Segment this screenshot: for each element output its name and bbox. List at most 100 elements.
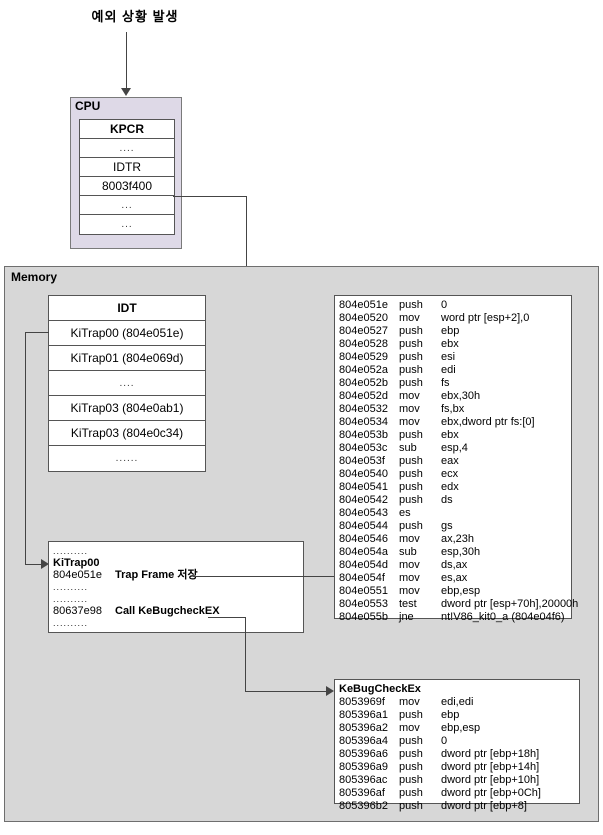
asm-address: 805396a1 (339, 709, 388, 721)
idt-row-kitrap03-a: KiTrap03 (804e0ab1) (49, 396, 205, 421)
asm-address: 804e054d (339, 559, 388, 571)
asm-row: 804e051e push 0 (339, 299, 571, 312)
asm-mnemonic: mov (399, 403, 420, 415)
asm-address: 805396a9 (339, 761, 388, 773)
asm-operands: 0 (441, 299, 448, 311)
asm-address: 804e051e (339, 299, 388, 311)
kpcr-row-dots-1: .... (80, 139, 174, 158)
idt-row-dots-2: ...... (115, 453, 139, 464)
asm-address: 804e0534 (339, 416, 388, 428)
kpcr-table: KPCR .... IDTR 8003f400 ... ... (79, 119, 175, 235)
asm-address: 804e052d (339, 390, 388, 402)
kitrap-note-trapframe: Trap Frame 저장 (115, 569, 198, 581)
asm-mnemonic: push (399, 774, 423, 786)
memory-label: Memory (11, 270, 58, 284)
idt-row-kitrap00: KiTrap00 (804e051e) (49, 321, 205, 346)
idt-row-kitrap01: KiTrap01 (804e069d) (49, 346, 205, 371)
asm-mnemonic: push (399, 787, 423, 799)
asm-mnemonic: mov (399, 585, 420, 597)
kitrap-dots-1: .......... (53, 546, 89, 556)
asm-operands: ebx (441, 429, 459, 441)
asm-address: 804e0520 (339, 312, 388, 324)
asm-mnemonic: mov (399, 416, 420, 428)
kpcr-row-idtr: IDTR (80, 158, 174, 177)
asm-operands: es,ax (441, 572, 468, 584)
asm-address: 804e0527 (339, 325, 388, 337)
asm-operands: esp,4 (441, 442, 468, 454)
asm-mnemonic: push (399, 748, 423, 760)
idt-table: IDT KiTrap00 (804e051e) KiTrap01 (804e06… (48, 295, 206, 472)
connector-call-seg-h2 (245, 691, 326, 692)
asm-operands: dword ptr [ebp+18h] (441, 748, 540, 760)
asm-mnemonic: push (399, 520, 423, 532)
asm-mnemonic: mov (399, 390, 420, 402)
kitrap-addr-1: 804e051e (53, 569, 102, 581)
asm-mnemonic: push (399, 494, 423, 506)
asm-address: 804e053f (339, 455, 385, 467)
asm-mnemonic: mov (399, 312, 420, 324)
asm-mnemonic: push (399, 735, 423, 747)
idt-header: IDT (49, 296, 205, 321)
connector-idt-seg-h1 (25, 332, 49, 333)
asm-mnemonic: push (399, 299, 423, 311)
kitrap-name: KiTrap00 (53, 557, 100, 569)
kebugcheckex-title: KeBugCheckEx (339, 683, 421, 695)
connector-call-seg-v (245, 617, 246, 691)
asm-address: 804e0544 (339, 520, 388, 532)
asm-operands: eax (441, 455, 459, 467)
asm-operands: ds,ax (441, 559, 468, 571)
asm-operands: word ptr [esp+2],0 (441, 312, 530, 324)
asm-address: 804e0543 (339, 507, 388, 519)
asm-mnemonic: push (399, 429, 423, 441)
cpu-box: CPU KPCR .... IDTR 8003f400 ... ... (70, 97, 182, 249)
kitrap-note-call: Call KeBugcheckEX (115, 605, 220, 617)
asm-mnemonic: push (399, 351, 423, 363)
asm-operands: ebx,30h (441, 390, 481, 402)
asm-operands: dword ptr [ebp+0Ch] (441, 787, 541, 799)
asm-operands: nt!V86_kit0_a (804e04f6) (441, 611, 565, 623)
kpcr-row-idtr-value: 8003f400 (80, 177, 174, 196)
asm-address: 804e054a (339, 546, 388, 558)
asm-operands: edx (441, 481, 459, 493)
asm-mnemonic: push (399, 325, 423, 337)
kitrap-dots-4: .......... (53, 618, 89, 628)
connector-idtr-seg-v (246, 196, 247, 332)
asm-address: 804e0541 (339, 481, 388, 493)
asm-address: 804e054f (339, 572, 385, 584)
asm-mnemonic: push (399, 481, 423, 493)
asm-mnemonic: mov (399, 722, 420, 734)
asm-operands: edi (441, 364, 456, 376)
asm-operands: fs,bx (441, 403, 465, 415)
asm-operands: ebp,esp (441, 585, 481, 597)
kitrap-entry-trapframe: 804e051e Trap Frame 저장 (53, 569, 303, 581)
asm-address: 805396b2 (339, 800, 388, 812)
asm-mnemonic: jne (399, 611, 414, 623)
connector-idt-seg-v (25, 332, 26, 564)
asm-mnemonic: es (399, 507, 411, 519)
asm-address: 805396af (339, 787, 385, 799)
asm-operands: ecx (441, 468, 459, 480)
asm-mnemonic: push (399, 455, 423, 467)
cpu-label: CPU (75, 99, 101, 113)
kitrap00-code-box: .......... KiTrap00 804e051e Trap Frame 저… (48, 541, 304, 633)
kpcr-row-dots-3: ... (121, 219, 133, 230)
asm-kitrap-rows: 804e051e push 0 804e0520 mov word ptr [esp+2]… (339, 299, 578, 624)
asm-operands: ax,23h (441, 533, 475, 545)
idt-row-kitrap03-b: KiTrap03 (804e0c34) (49, 421, 205, 446)
